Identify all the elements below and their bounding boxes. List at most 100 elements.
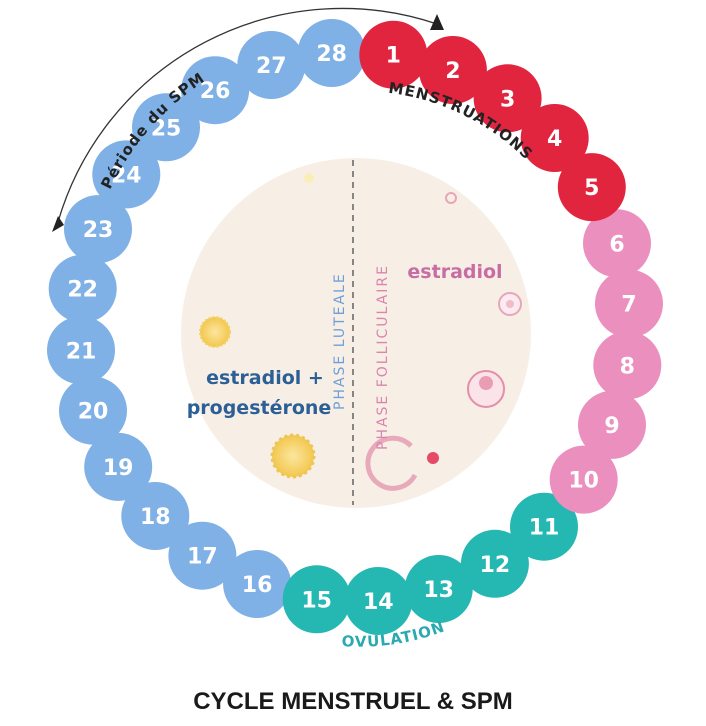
day-number: 3	[500, 87, 515, 112]
follicle-illustrations	[199, 173, 522, 491]
ruptured-follicle	[365, 435, 418, 491]
day-circle	[359, 20, 428, 89]
day-22: 22	[48, 254, 117, 323]
day-circle	[237, 31, 306, 99]
label-progesterone: progestérone	[187, 397, 332, 419]
day-circle	[595, 269, 663, 338]
inner-disc	[181, 158, 531, 508]
day-6: 6	[583, 209, 651, 278]
label-phase-folliculaire: PHASE FOLLICULAIRE	[375, 264, 391, 450]
day-9: 9	[578, 390, 646, 459]
page-title: CYCLE MENSTRUEL & SPM	[193, 688, 513, 715]
label-estradiol: estradiol	[407, 261, 502, 283]
day-number: 10	[568, 469, 599, 494]
day-number: 22	[67, 278, 98, 303]
day-number: 4	[547, 127, 562, 152]
day-number: 6	[609, 232, 624, 257]
day-circle	[297, 19, 366, 87]
day-number: 28	[316, 42, 347, 67]
day-circle	[404, 555, 473, 623]
day-circle	[578, 390, 646, 459]
day-circle	[121, 482, 190, 550]
label-estradiol-plus: estradiol +	[206, 367, 324, 389]
day-number: 21	[66, 339, 97, 364]
day-number: 5	[584, 176, 599, 201]
day-27: 27	[237, 31, 306, 99]
day-18: 18	[121, 482, 190, 550]
day-number: 2	[445, 59, 460, 84]
day-3: 3	[473, 64, 542, 133]
day-circle	[168, 521, 237, 590]
day-circle	[64, 195, 132, 264]
day-28: 28	[297, 19, 366, 87]
day-circle	[181, 56, 250, 125]
corpus-luteum-large	[270, 433, 316, 479]
day-circle	[48, 254, 117, 323]
day-11: 11	[510, 492, 578, 561]
day-circle	[583, 209, 651, 278]
day-19: 19	[84, 432, 153, 501]
day-number: 13	[423, 578, 454, 603]
day-number: 25	[151, 116, 182, 141]
day-circle	[282, 565, 351, 634]
day-number: 1	[386, 44, 401, 69]
day-circle	[520, 104, 589, 172]
day-21: 21	[47, 316, 115, 385]
day-number: 24	[111, 163, 142, 188]
day-17: 17	[168, 521, 237, 590]
day-number: 26	[200, 79, 231, 104]
day-circle	[473, 64, 542, 133]
spm-arrow	[52, 7, 444, 232]
day-number: 11	[529, 516, 560, 541]
day-23: 23	[64, 195, 132, 264]
day-15: 15	[282, 565, 351, 634]
day-number: 23	[83, 218, 114, 243]
arrow-head-top-icon	[430, 14, 444, 30]
day-circle	[92, 140, 161, 209]
day-circle	[47, 316, 115, 385]
day-number: 9	[604, 414, 619, 439]
day-circle	[344, 567, 413, 635]
day-number: 12	[480, 553, 511, 578]
day-4: 4	[520, 104, 589, 172]
day-circle	[510, 492, 578, 561]
day-20: 20	[59, 376, 127, 445]
day-number: 16	[242, 573, 273, 598]
day-number: 14	[363, 590, 394, 615]
day-number: 20	[78, 400, 109, 425]
day-13: 13	[404, 555, 473, 623]
label-phase-luteale: PHASE LUTEALE	[332, 272, 348, 410]
day-number: 27	[256, 54, 287, 79]
day-circle	[223, 550, 292, 618]
day-number: 19	[103, 456, 134, 481]
follicle-1	[445, 192, 457, 204]
day-25: 25	[132, 93, 200, 162]
ovum	[427, 452, 439, 464]
day-circle	[59, 376, 127, 445]
day-circle	[132, 93, 200, 162]
day-circle	[593, 331, 662, 400]
day-circle	[418, 36, 487, 104]
day-circle	[557, 153, 626, 222]
day-2: 2	[418, 36, 487, 104]
corpus-luteum-small	[199, 316, 231, 348]
day-circle	[84, 432, 153, 501]
day-14: 14	[344, 567, 413, 635]
day-7: 7	[595, 269, 663, 338]
day-circle	[460, 529, 529, 598]
day-circle	[549, 445, 618, 514]
day-8: 8	[593, 331, 662, 400]
day-number: 17	[187, 545, 218, 570]
day-5: 5	[557, 153, 626, 222]
day-number: 8	[620, 354, 635, 379]
day-16: 16	[223, 550, 292, 618]
day-26: 26	[181, 56, 250, 125]
follicle-dot-luteal	[304, 173, 314, 183]
day-number: 15	[301, 588, 332, 613]
day-number: 7	[621, 293, 636, 318]
day-10: 10	[549, 445, 618, 514]
day-number: 18	[140, 505, 171, 530]
day-12: 12	[460, 529, 529, 598]
day-24: 24	[92, 140, 161, 209]
